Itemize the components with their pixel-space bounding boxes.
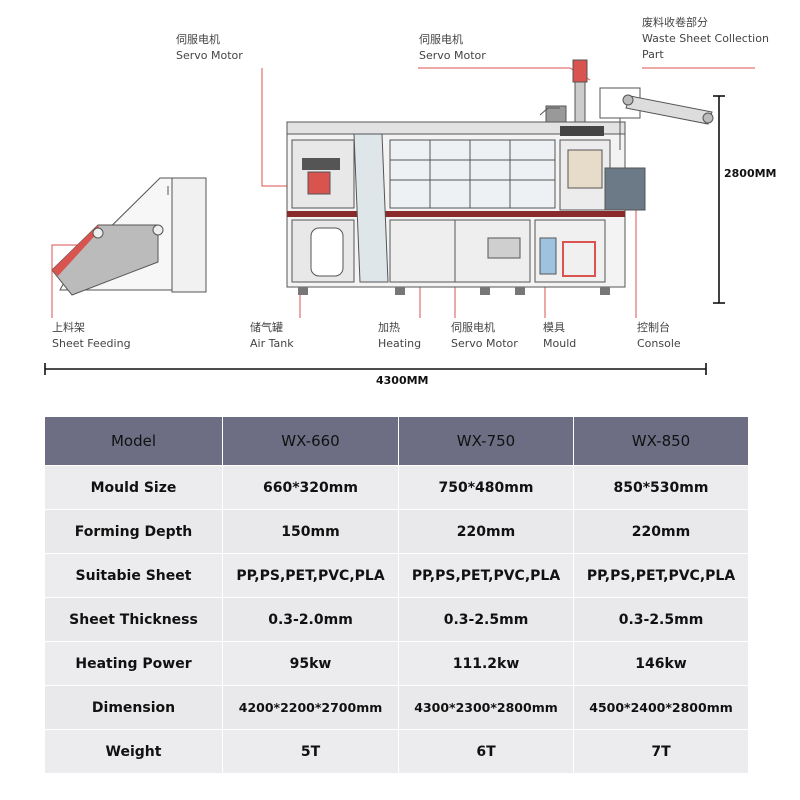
label-en: Console <box>637 337 681 350</box>
table-cell: PP,PS,PET,PVC,PLA <box>573 553 749 598</box>
row-label: Suitabie Sheet <box>44 553 223 598</box>
machine-body <box>286 121 646 295</box>
dimension-lines <box>44 95 725 375</box>
label-en: Mould <box>543 337 577 350</box>
row-label: Sheet Thickness <box>44 597 223 642</box>
label-servo-motor-bottom: 伺服电机 Servo Motor <box>451 320 518 352</box>
label-zh: 伺服电机 <box>419 33 463 46</box>
table-cell: 111.2kw <box>398 641 574 686</box>
label-servo-motor-left: 伺服电机 Servo Motor <box>176 32 243 64</box>
label-zh: 伺服电机 <box>451 321 495 334</box>
row-label: Weight <box>44 729 223 774</box>
table-row: Dimension 4200*2200*2700mm 4300*2300*280… <box>44 685 749 730</box>
row-label: Mould Size <box>44 465 223 510</box>
label-air-tank: 储气罐 Air Tank <box>250 320 294 352</box>
table-row: Heating Power 95kw 111.2kw 146kw <box>44 641 749 686</box>
table-cell: 660*320mm <box>222 465 399 510</box>
table-cell: 5T <box>222 729 399 774</box>
label-waste-sheet-collection: 废料收卷部分 Waste Sheet Collection Part <box>642 15 769 63</box>
table-cell: PP,PS,PET,PVC,PLA <box>222 553 399 598</box>
table-row: Suitabie Sheet PP,PS,PET,PVC,PLA PP,PS,P… <box>44 553 749 598</box>
table-cell: 0.3-2.5mm <box>573 597 749 642</box>
label-zh: 上料架 <box>52 321 85 334</box>
length-dimension-label: 4300MM <box>376 374 429 387</box>
table-cell: 4200*2200*2700mm <box>222 685 399 730</box>
table-row: Weight 5T 6T 7T <box>44 729 749 774</box>
label-en: Sheet Feeding <box>52 337 131 350</box>
table-cell: 220mm <box>573 509 749 554</box>
column-header: WX-660 <box>222 416 399 466</box>
label-zh: 控制台 <box>637 321 670 334</box>
table-row: Sheet Thickness 0.3-2.0mm 0.3-2.5mm 0.3-… <box>44 597 749 642</box>
table-cell: 146kw <box>573 641 749 686</box>
table-cell: 0.3-2.5mm <box>398 597 574 642</box>
label-mould: 模具 Mould <box>543 320 576 352</box>
column-header: Model <box>44 416 223 466</box>
label-en: Heating <box>378 337 422 350</box>
label-servo-motor-top: 伺服电机 Servo Motor <box>419 32 486 64</box>
label-en: Air Tank <box>250 337 294 350</box>
label-en: Servo Motor <box>419 49 486 62</box>
label-zh: 废料收卷部分 <box>642 16 708 29</box>
spec-table: Model WX-660 WX-750 WX-850 Mould Size 66… <box>44 416 749 774</box>
table-cell: 220mm <box>398 509 574 554</box>
label-sheet-feeding: 上料架 Sheet Feeding <box>52 320 131 352</box>
table-cell: 150mm <box>222 509 399 554</box>
table-cell: 6T <box>398 729 574 774</box>
height-dimension-label: 2800MM <box>724 167 777 180</box>
machine-diagram: 伺服电机 Servo Motor 伺服电机 Servo Motor 废料收卷部分… <box>44 15 777 387</box>
table-header-row: Model WX-660 WX-750 WX-850 <box>44 416 749 466</box>
row-label: Forming Depth <box>44 509 223 554</box>
waste-collection-unit <box>539 59 714 150</box>
label-zh: 伺服电机 <box>176 33 220 46</box>
row-label: Heating Power <box>44 641 223 686</box>
table-cell: 7T <box>573 729 749 774</box>
table-cell: 0.3-2.0mm <box>222 597 399 642</box>
table-cell: PP,PS,PET,PVC,PLA <box>398 553 574 598</box>
table-cell: 95kw <box>222 641 399 686</box>
machine-illustration <box>44 59 755 375</box>
label-zh: 储气罐 <box>250 321 283 334</box>
table-row: Forming Depth 150mm 220mm 220mm <box>44 509 749 554</box>
label-en: Waste Sheet Collection <box>642 32 769 45</box>
table-cell: 4500*2400*2800mm <box>573 685 749 730</box>
column-header: WX-750 <box>398 416 574 466</box>
row-label: Dimension <box>44 685 223 730</box>
label-console: 控制台 Console <box>637 320 681 352</box>
label-en: Servo Motor <box>451 337 518 350</box>
label-en: Servo Motor <box>176 49 243 62</box>
column-header: WX-850 <box>573 416 749 466</box>
label-heating: 加热 Heating <box>378 320 421 352</box>
table-cell: 4300*2300*2800mm <box>398 685 574 730</box>
label-zh: 加热 <box>378 321 400 334</box>
table-row: Mould Size 660*320mm 750*480mm 850*530mm <box>44 465 749 510</box>
label-zh: 模具 <box>543 321 565 334</box>
table-cell: 750*480mm <box>398 465 574 510</box>
table-cell: 850*530mm <box>573 465 749 510</box>
sheet-feeding-rack <box>51 177 207 296</box>
label-en-line2: Part <box>642 48 664 61</box>
